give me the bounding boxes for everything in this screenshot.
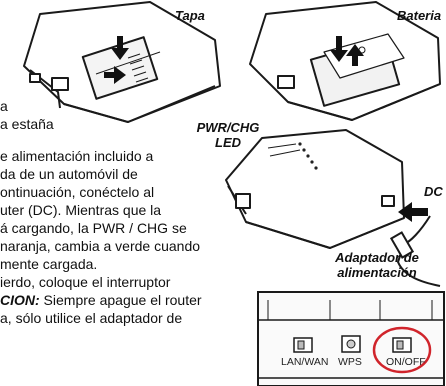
body-line-1: a (0, 98, 8, 114)
lan-wan-switch-label: LAN/WAN (281, 356, 329, 368)
device-main-illustration (225, 129, 405, 249)
on-off-switch-label: ON/OFF (386, 356, 426, 368)
wps-button-label: WPS (338, 356, 362, 368)
arrow-right-icon (104, 66, 126, 84)
arrow-left-icon (398, 202, 428, 222)
highlight-circle (372, 326, 432, 374)
caution-label: CION: (0, 292, 40, 308)
body-line-8: naranja, cambia a verde cuando (0, 238, 201, 254)
body-line-10: ierdo, coloque el interruptor (0, 274, 171, 290)
body-line-3: e alimentación incluido a (0, 148, 154, 164)
pwr-chg-label: PWR/CHG LED (196, 120, 260, 150)
pwr-chg-text: PWR/CHG (196, 120, 260, 135)
body-line-11: CION: Siempre apague el router (0, 291, 202, 309)
body-line-12: a, sólo utilice el adaptador de (0, 310, 183, 326)
body-line-5: ontinuación, conéctelo al (0, 184, 155, 200)
arrow-up-icon (346, 44, 364, 66)
led-callout-lines (267, 143, 301, 157)
led-text: LED (215, 135, 241, 150)
body-line-9: mente cargada. (0, 256, 98, 272)
device-cover-illustration (23, 1, 221, 123)
arrow-down-icon (330, 36, 348, 62)
dc-label: DC (424, 184, 443, 199)
adaptador-text-2: alimentación (337, 265, 417, 280)
body-line-6: uter (DC). Mientras que la (0, 202, 162, 218)
body-line-11-rest: Siempre apague el router (39, 292, 202, 308)
dc-plug (389, 231, 415, 259)
tapa-label: Tapa (175, 8, 205, 23)
body-line-2: a estaña (0, 116, 54, 132)
switch-panel-illustration (257, 291, 445, 386)
body-line-7: á cargando, la PWR / CHG se (0, 220, 187, 236)
arrow-down-icon (111, 36, 129, 60)
body-line-4: da de un automóvil de (0, 166, 138, 182)
adaptador-text-1: Adaptador de (335, 250, 419, 265)
bateria-label: Bateria (397, 8, 442, 23)
adaptador-label: Adaptador de alimentación (322, 250, 432, 280)
